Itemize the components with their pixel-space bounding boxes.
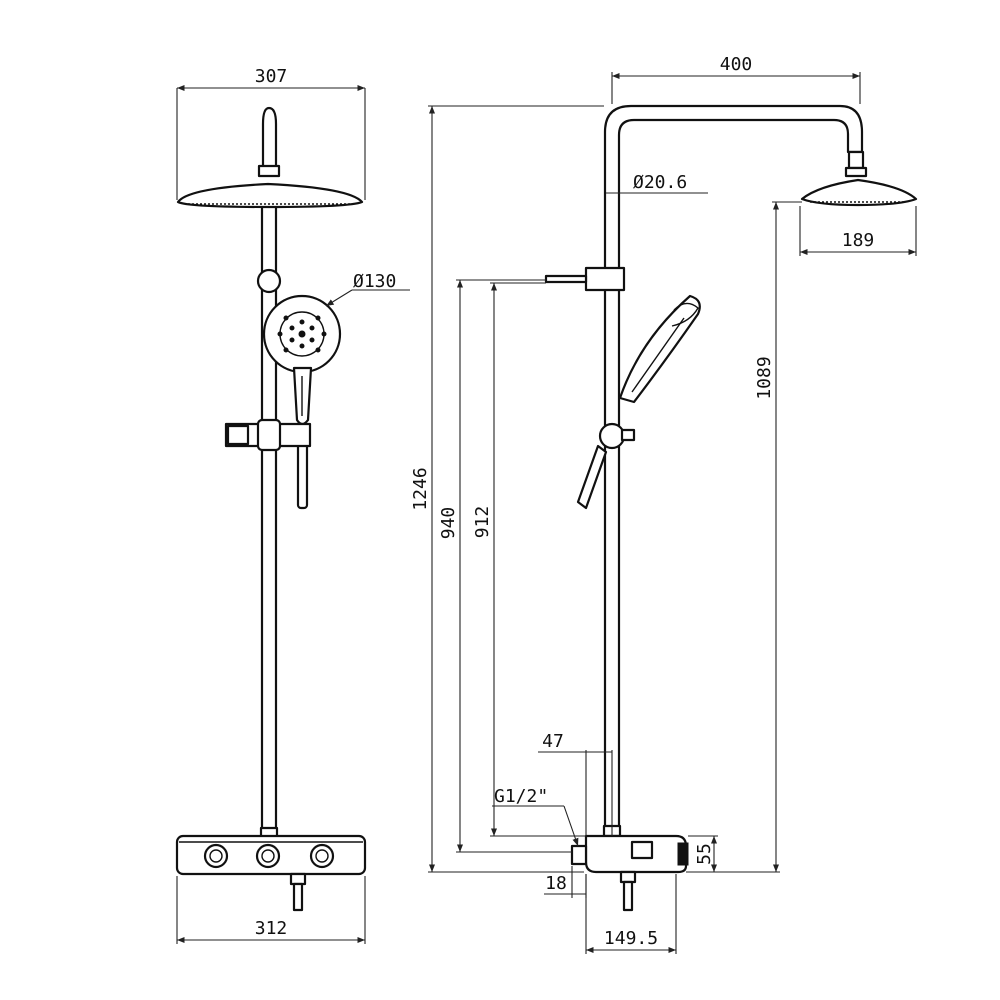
front-arm-nut (257, 164, 281, 178)
side-hand-shower-face (671, 302, 699, 327)
dimension-total-height: 1246 (410, 105, 604, 873)
front-inlet-pipe (292, 882, 304, 912)
side-hand-shower (618, 294, 701, 404)
front-view: 307 Ø130 312 (175, 66, 410, 944)
front-riser-pipe (260, 196, 278, 834)
front-slider-knob (226, 424, 250, 446)
side-arm-nut (847, 150, 865, 170)
dimension-head-diameter: 189 (799, 206, 917, 256)
side-view: 400 Ø20.6 189 1246 940 (410, 54, 918, 954)
side-slider-ball (598, 422, 626, 450)
dimension-offset-47-label: 47 (542, 731, 564, 752)
dimension-height-912-label: 912 (472, 506, 493, 539)
dimension-offset-18: 18 (544, 866, 587, 898)
front-overhead-shower-head (176, 182, 364, 209)
dimension-hand-shower-diameter-label: Ø130 (353, 271, 396, 292)
dimension-pipe-diameter-label: Ø20.6 (633, 172, 687, 193)
front-inlet-fitting (289, 872, 307, 886)
dimension-height-1089-label: 1089 (754, 356, 775, 399)
side-inlet-fitting (619, 870, 637, 884)
dimension-head-diameter-label: 189 (842, 230, 875, 251)
dimension-base-width: 312 (176, 876, 366, 944)
front-center-knob (255, 843, 281, 869)
side-wall-anchor (544, 274, 588, 284)
side-wall-connector (570, 844, 588, 866)
side-hose (576, 444, 608, 510)
dimension-hand-shower-diameter: Ø130 (325, 271, 410, 307)
front-center-knob-inner (261, 849, 275, 863)
dimension-base-height-label: 55 (694, 843, 715, 865)
side-inlet-pipe (622, 880, 634, 912)
side-base-top-knob (630, 840, 654, 860)
dimension-height-912: 912 (472, 282, 586, 837)
front-upper-ball-joint (256, 268, 282, 294)
dimension-depth-label: 149.5 (604, 928, 658, 949)
front-slider-holder (256, 418, 282, 452)
dimension-offset-47: 47 (538, 731, 613, 836)
dimension-base-width-label: 312 (255, 918, 288, 939)
dimension-depth: 149.5 (585, 874, 677, 954)
dimension-head-width-label: 307 (255, 66, 288, 87)
side-hand-shower-stripe (631, 317, 685, 393)
dimension-offset-18-label: 18 (545, 873, 567, 894)
side-arm-swivel (844, 166, 868, 178)
front-shower-arm (261, 106, 278, 170)
dimension-height-940: 940 (438, 279, 572, 853)
dimension-total-height-label: 1246 (410, 467, 431, 510)
dimension-height-940-label: 940 (438, 507, 459, 540)
side-riser-and-arm (603, 104, 864, 834)
dimension-base-height: 55 (688, 835, 718, 873)
front-right-knob-inner (315, 849, 329, 863)
side-upper-bracket (584, 266, 626, 292)
side-overhead-shower-head (800, 178, 918, 207)
dimension-arm-reach-label: 400 (720, 54, 753, 75)
dimension-height-1089: 1089 (686, 201, 802, 873)
front-right-knob (309, 843, 335, 869)
front-left-knob-inner (209, 849, 223, 863)
side-front-knob (677, 842, 689, 866)
dimension-inlet-thread: G1/2" (492, 786, 579, 847)
dimension-inlet-thread-label: G1/2" (494, 786, 548, 807)
dimension-head-width: 307 (176, 66, 366, 200)
dimension-pipe-diameter: Ø20.6 (606, 172, 708, 194)
front-hand-shower-nozzles (277, 315, 327, 353)
side-slider-collar (620, 428, 636, 442)
dimension-arm-reach: 400 (611, 54, 861, 104)
front-left-knob (203, 843, 229, 869)
